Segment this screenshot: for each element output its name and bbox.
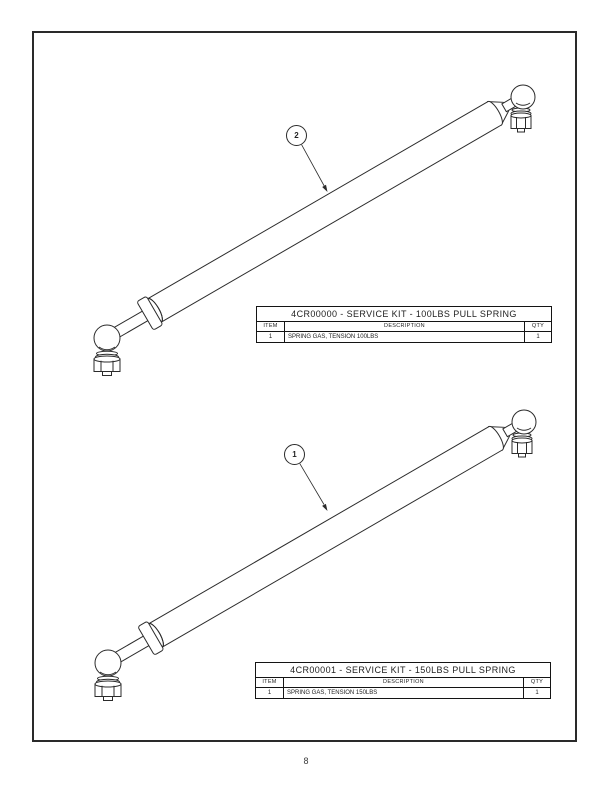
parts-table-header-row: ITEM DESCRIPTION QTY: [256, 678, 550, 688]
cell-description: SPRING GAS, TENSION 150LBS: [284, 688, 524, 698]
table-row: 1 SPRING GAS, TENSION 150LBS 1: [256, 688, 550, 698]
col-header-qty: QTY: [531, 323, 545, 329]
cell-item-number: 1: [256, 688, 284, 698]
callout-balloon-top-label: 2: [294, 131, 299, 140]
parts-table-header-row: ITEM DESCRIPTION QTY: [257, 322, 551, 332]
table-row: 1 SPRING GAS, TENSION 100LBS 1: [257, 332, 551, 342]
parts-table-title: 4CR00001 - SERVICE KIT - 150LBS PULL SPR…: [256, 663, 550, 678]
col-header-description: DESCRIPTION: [284, 678, 524, 687]
cell-qty: 1: [535, 690, 539, 696]
cell-item-number: 1: [257, 332, 285, 342]
parts-table-100lbs: 4CR00000 - SERVICE KIT - 100LBS PULL SPR…: [256, 306, 552, 343]
col-header-item: ITEM: [256, 678, 284, 687]
leader-arrowhead: [322, 503, 328, 511]
parts-table-title: 4CR00000 - SERVICE KIT - 100LBS PULL SPR…: [257, 307, 551, 322]
callout-balloon-top: 2: [286, 125, 307, 146]
cell-description: SPRING GAS, TENSION 100LBS: [285, 332, 525, 342]
leader-line-top: [301, 144, 328, 192]
leader-line-bottom: [299, 463, 328, 511]
col-header-description: DESCRIPTION: [285, 322, 525, 331]
gas-spring-bottom: [94, 409, 537, 701]
col-header-item: ITEM: [257, 322, 285, 331]
parts-table-150lbs: 4CR00001 - SERVICE KIT - 150LBS PULL SPR…: [255, 662, 551, 699]
col-header-qty: QTY: [530, 679, 544, 685]
leader-arrowhead: [322, 184, 328, 192]
drawing-border-frame: [32, 31, 577, 742]
cell-qty: 1: [536, 334, 540, 340]
callout-balloon-bottom-label: 1: [292, 450, 297, 459]
callout-balloon-bottom: 1: [284, 444, 305, 465]
page-number: 8: [303, 756, 309, 766]
